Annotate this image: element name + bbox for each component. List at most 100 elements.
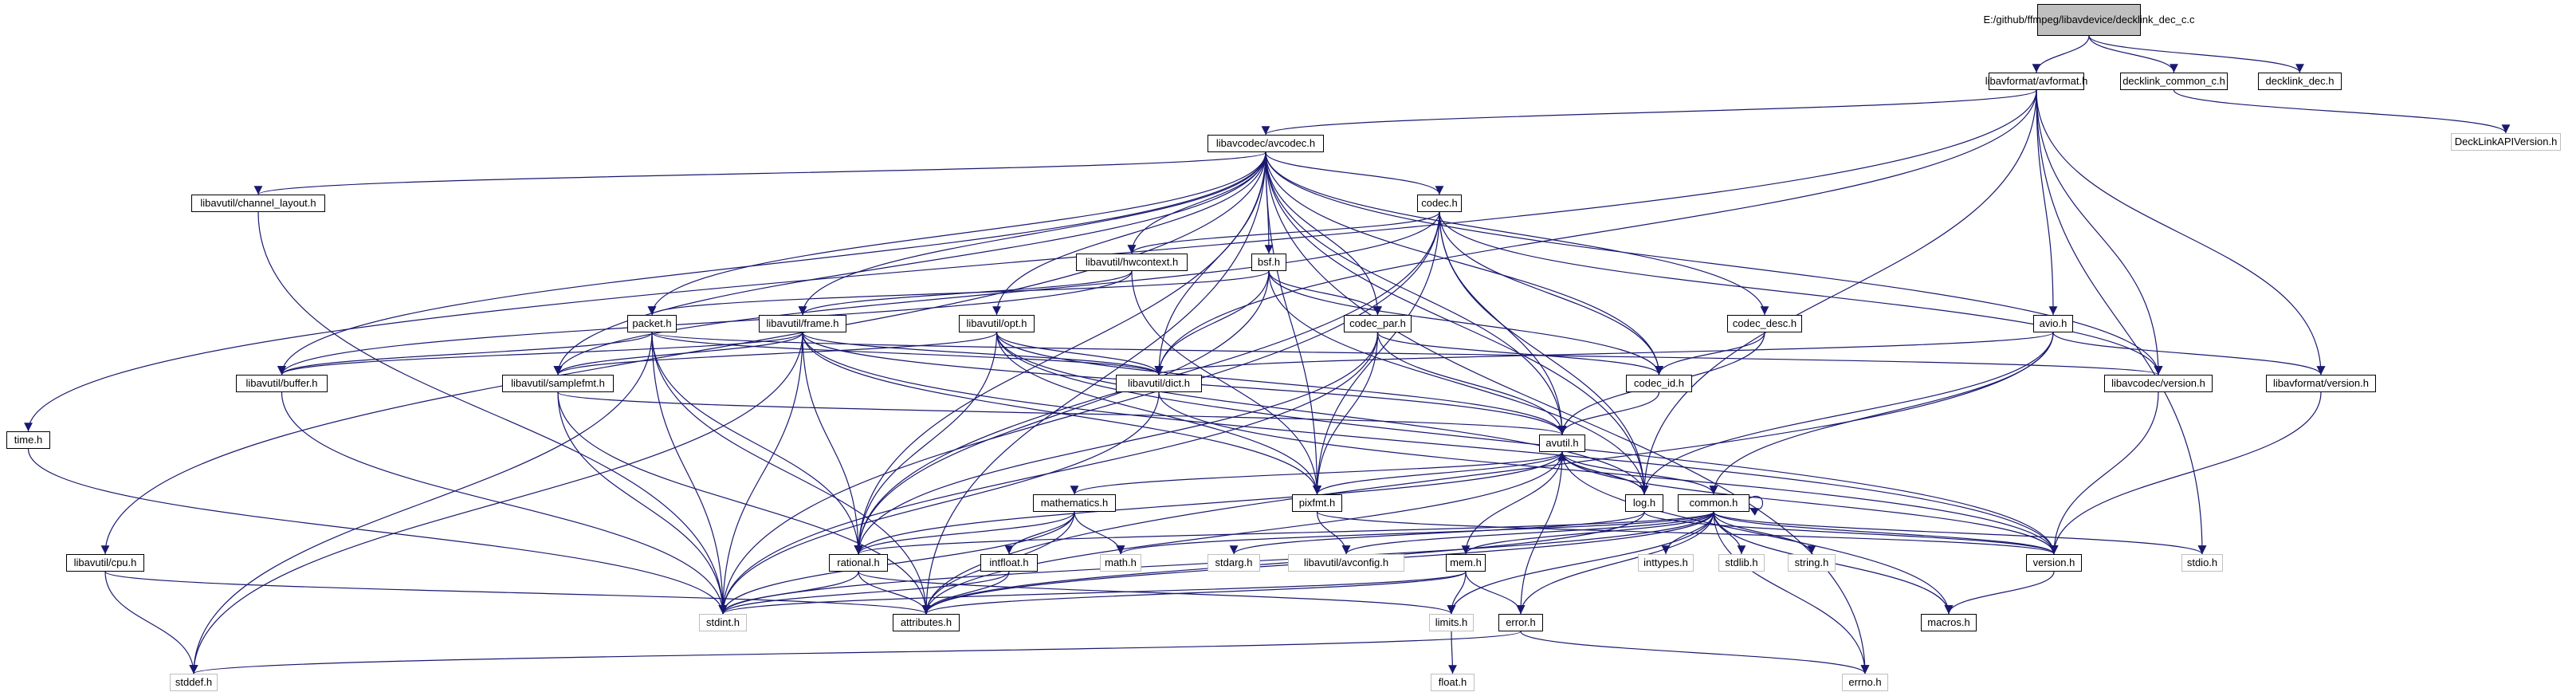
edge-frame-to-version — [802, 332, 2059, 555]
edge-channel-layout-to-stdint — [257, 211, 728, 615]
edge-avcodec-to-codec-id — [1265, 151, 1663, 376]
edge-frame-to-stddef — [189, 332, 803, 674]
node-macros[interactable]: macros.h — [1921, 614, 1977, 631]
edge-opt-to-dict — [995, 332, 1164, 376]
edge-rational-to-stdint — [718, 571, 859, 615]
node-mathematics[interactable]: mathematics.h — [1033, 494, 1116, 512]
node-channel-layout[interactable]: libavutil/channel_layout.h — [191, 195, 325, 212]
node-attributes[interactable]: attributes.h — [893, 614, 960, 631]
edge-avutil-to-common — [1561, 451, 1718, 495]
edge-avutil-to-error — [1516, 451, 1563, 615]
node-avformat-version[interactable]: libavformat/version.h — [2266, 375, 2376, 392]
node-packet[interactable]: packet.h — [627, 315, 677, 332]
edge-avutil-to-rational — [854, 451, 1563, 555]
node-DeckLinkAPIVersion: DeckLinkAPIVersion.h — [2451, 133, 2561, 151]
edge-bsf-to-codec-id — [1268, 270, 1663, 376]
edge-avformat-to-avio — [2036, 89, 2058, 316]
node-string: string.h — [1788, 554, 1836, 572]
edge-avio-to-log — [1639, 332, 2054, 495]
node-decklink-common-c[interactable]: decklink_common_c.h — [2120, 73, 2228, 90]
edge-codec-desc-to-codec-id — [1655, 332, 1765, 376]
edge-packet-to-avcodec-version — [651, 332, 2162, 376]
node-version[interactable]: version.h — [2026, 554, 2082, 572]
node-opt[interactable]: libavutil/opt.h — [959, 315, 1035, 332]
edge-version-to-macros — [1944, 571, 2055, 615]
edge-avformat-to-avformat-version — [2036, 89, 2326, 376]
node-codec[interactable]: codec.h — [1417, 195, 1462, 212]
edge-common-to-errno — [1713, 511, 1870, 674]
edge-dict-to-stdint — [718, 391, 1160, 615]
node-codec-desc[interactable]: codec_desc.h — [1727, 315, 1802, 332]
edge-opt-to-version — [995, 332, 2059, 555]
edge-root-to-decklink-dec — [2088, 35, 2304, 73]
node-hwcontext[interactable]: libavutil/hwcontext.h — [1076, 254, 1188, 271]
edge-avio-to-dict — [1155, 332, 2054, 376]
edge-frame-to-buffer — [277, 332, 803, 376]
edge-common-to-string — [1713, 511, 1816, 555]
edge-time-to-stdint — [27, 448, 728, 615]
edge-avcodec-to-samplefmt — [553, 151, 1266, 376]
edge-common-to-math — [1116, 511, 1714, 555]
edge-avcodec-to-codec — [1265, 151, 1444, 195]
node-avformat[interactable]: libavformat/avformat.h — [1985, 73, 2087, 90]
edge-avio-to-avformat-version — [2052, 332, 2326, 376]
node-limits: limits.h — [1429, 614, 1474, 631]
edge-avformat-to-time — [24, 89, 2037, 432]
node-common[interactable]: common.h — [1678, 494, 1749, 512]
edge-root-to-decklink-common-c — [2088, 35, 2178, 73]
edge-packet-to-dict — [651, 332, 1164, 376]
node-rational[interactable]: rational.h — [829, 554, 888, 572]
edge-avformat-version-to-version — [2049, 391, 2322, 555]
node-intfloat[interactable]: intfloat.h — [980, 554, 1038, 572]
edge-common-to-common — [1749, 496, 1764, 516]
edge-avcodec-to-packet — [647, 151, 1266, 316]
node-error[interactable]: error.h — [1498, 614, 1543, 631]
edge-buffer-to-stdint — [281, 391, 728, 615]
edge-codec-par-to-avutil — [1376, 332, 1567, 435]
edge-opt-to-samplefmt — [553, 332, 998, 376]
edge-common-to-limits — [1447, 511, 1714, 615]
edge-packet-to-stddef — [189, 332, 653, 674]
edge-frame-to-rational — [802, 332, 863, 555]
node-codec-id[interactable]: codec_id.h — [1626, 375, 1692, 392]
edge-avformat-to-avcodec — [1261, 89, 2037, 136]
node-decklink-dec[interactable]: decklink_dec.h — [2258, 73, 2342, 90]
edge-avcodec-to-buffer — [277, 151, 1266, 376]
node-dict[interactable]: libavutil/dict.h — [1116, 375, 1202, 392]
node-avcodec-version[interactable]: libavcodec/version.h — [2104, 375, 2213, 392]
edge-bsf-to-packet — [647, 270, 1270, 316]
node-avutil[interactable]: avutil.h — [1539, 435, 1585, 452]
edge-packet-to-stdint — [651, 332, 728, 615]
edge-opt-to-avutil — [995, 332, 1567, 435]
node-math: math.h — [1100, 554, 1141, 572]
node-mem[interactable]: mem.h — [1446, 554, 1486, 572]
edge-packet-to-buffer — [277, 332, 653, 376]
node-log[interactable]: log.h — [1625, 494, 1663, 512]
node-avio[interactable]: avio.h — [2033, 315, 2073, 332]
node-avcodec[interactable]: libavcodec/avcodec.h — [1208, 135, 1324, 152]
node-codec-par[interactable]: codec_par.h — [1344, 315, 1412, 332]
edge-mem-to-error — [1465, 571, 1526, 615]
node-frame[interactable]: libavutil/frame.h — [759, 315, 846, 332]
edge-avcodec-to-log — [1265, 151, 1649, 495]
node-time[interactable]: time.h — [6, 431, 50, 449]
edge-mem-to-avutil — [1465, 451, 1567, 555]
edge-opt-to-rational — [854, 332, 998, 555]
edge-avformat-to-stdio — [2036, 89, 2207, 555]
edge-avcodec-to-rational — [854, 151, 1266, 555]
node-cpu[interactable]: libavutil/cpu.h — [66, 554, 144, 572]
node-bsf[interactable]: bsf.h — [1251, 254, 1286, 271]
node-samplefmt[interactable]: libavutil/samplefmt.h — [502, 375, 614, 392]
edge-intfloat-to-attributes — [921, 571, 1010, 615]
node-root[interactable]: E:/github/ffmpeg/libavdevice/decklink_de… — [1984, 4, 2195, 36]
edge-bsf-to-dict — [1154, 270, 1270, 376]
node-buffer[interactable]: libavutil/buffer.h — [236, 375, 328, 392]
edge-avutil-to-pixfmt — [1313, 451, 1563, 495]
edge-common-to-rational — [854, 511, 1714, 555]
edge-codec-to-codec-id — [1439, 211, 1663, 376]
edge-bsf-to-log — [1268, 270, 1649, 495]
edge-avutil-to-attributes — [921, 451, 1563, 615]
node-pixfmt[interactable]: pixfmt.h — [1292, 494, 1342, 512]
edge-codec-to-log — [1439, 211, 1649, 495]
